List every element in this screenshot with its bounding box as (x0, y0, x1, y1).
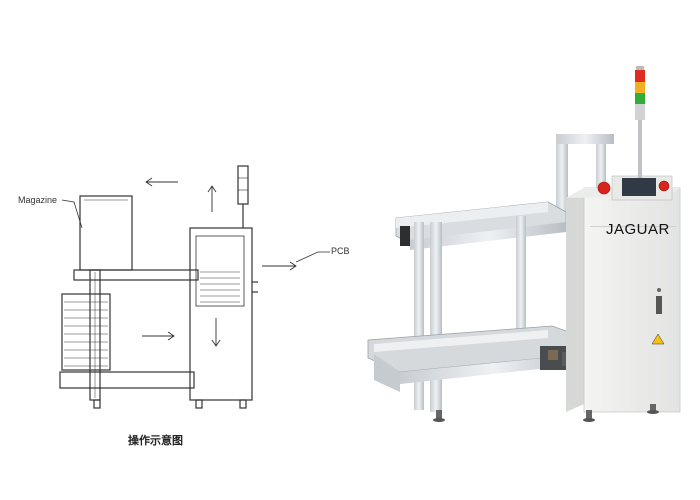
foot (93, 399, 101, 409)
magazine-leader (61, 199, 83, 229)
back-post (556, 134, 568, 218)
warning-label (651, 333, 665, 345)
foot (436, 410, 442, 420)
tower-light-base (635, 104, 645, 120)
arrow-down (211, 318, 221, 347)
arrow-right-mid (142, 331, 175, 341)
door-lock (657, 288, 661, 292)
inner-magazine-slots (200, 271, 240, 303)
foot (195, 399, 203, 409)
front-post (414, 222, 424, 410)
foot (650, 404, 656, 412)
inner-magazine (195, 235, 245, 307)
foot (239, 399, 247, 409)
top-beam (556, 134, 614, 144)
lower-rail (59, 371, 195, 389)
cabinet-side (566, 188, 584, 412)
upper-rail-beam (410, 222, 566, 250)
arrow-up (207, 185, 217, 212)
tower-light-amber (635, 82, 645, 93)
touch-screen (622, 178, 656, 196)
door-handle (656, 296, 662, 314)
front-post (516, 216, 526, 356)
foot (586, 410, 592, 420)
brand-label: JAGUAR (606, 221, 670, 238)
upper-rail (73, 269, 199, 281)
main-cabinet-body (583, 187, 681, 413)
lower-rail-beam (400, 354, 586, 384)
arrow-right-pcb (262, 261, 297, 271)
pcb-leader (295, 251, 330, 263)
diagram-caption: 操作示意图 (128, 434, 183, 447)
emergency-stop-button (658, 180, 670, 192)
front-post (430, 222, 442, 412)
left-rack-slots (64, 301, 108, 367)
emergency-stop-button (597, 181, 611, 195)
arrow-left (145, 177, 178, 187)
magazine-label: Magazine (18, 195, 58, 205)
main-cabinet (189, 227, 253, 401)
tower-light-red (635, 70, 645, 82)
tower-light-green (635, 93, 645, 104)
back-post (596, 138, 606, 208)
left-rack (61, 293, 111, 371)
pcb-label: PCB (331, 246, 350, 256)
tower-light-pole (638, 118, 642, 178)
